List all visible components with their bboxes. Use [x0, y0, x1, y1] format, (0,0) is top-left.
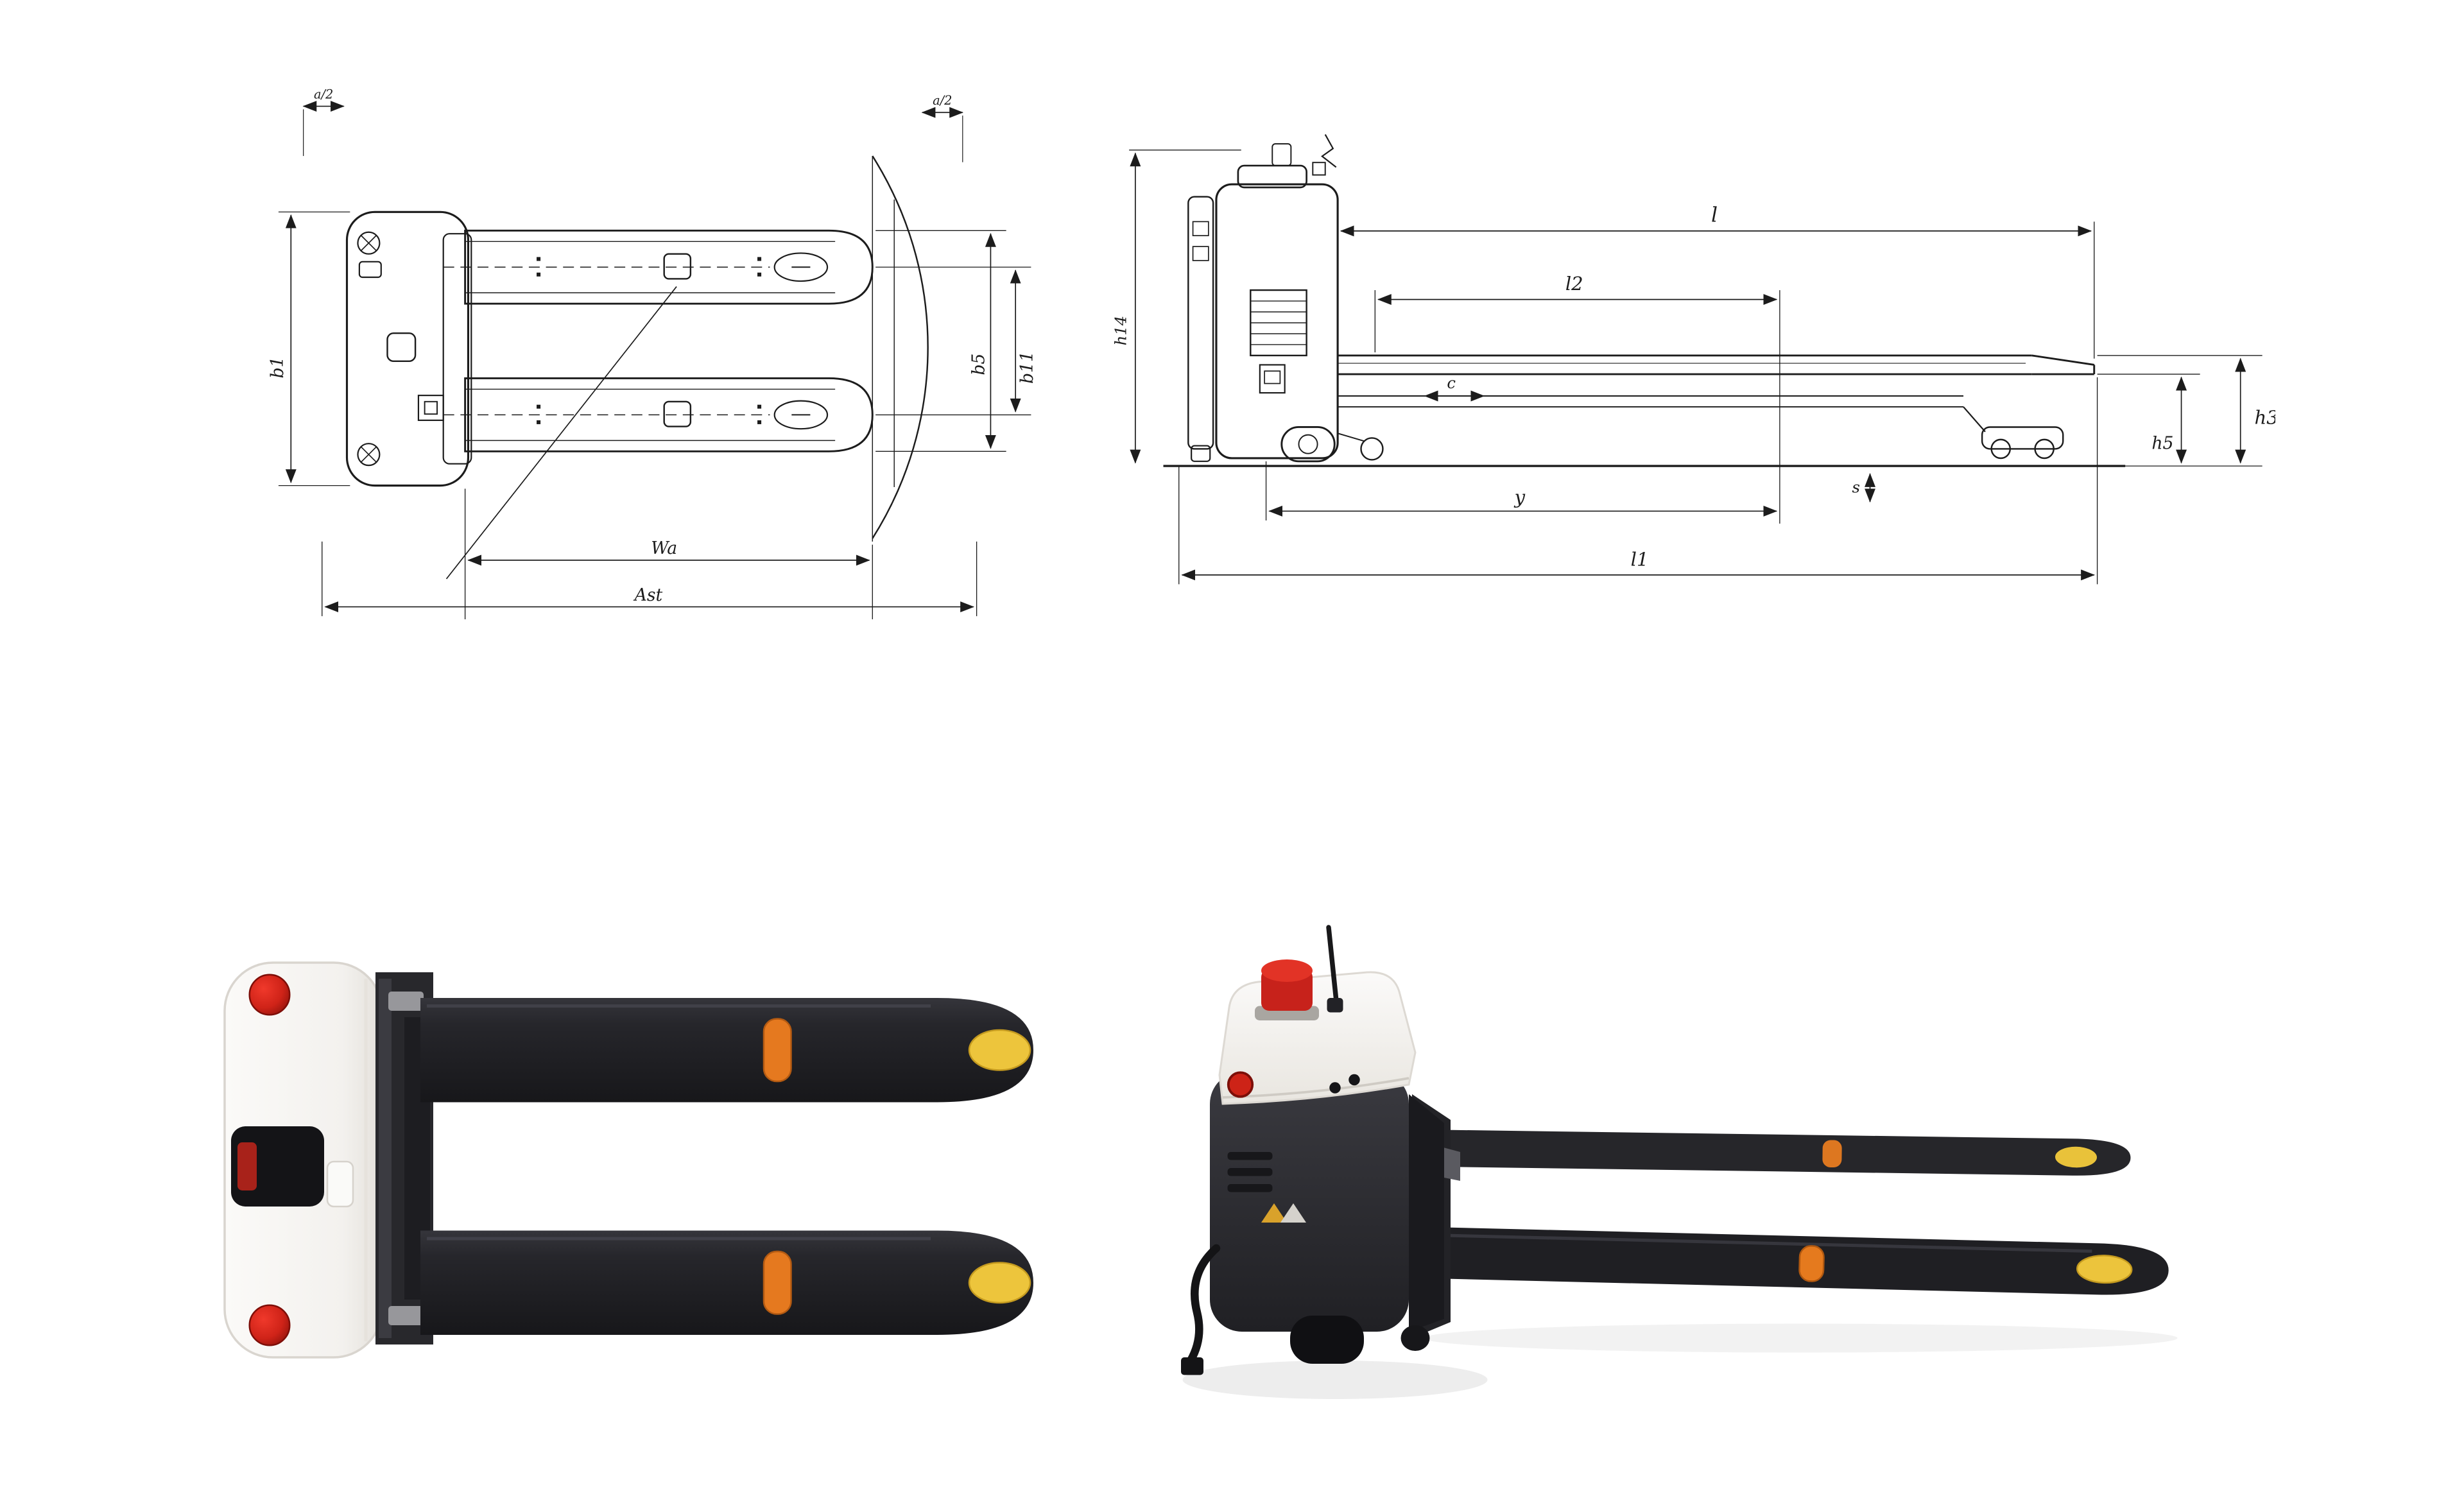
fork-tip-cap-yellow [2076, 1255, 2133, 1284]
emergency-button-bottom [248, 1304, 291, 1346]
dim-label-h3: h3 [2255, 407, 2275, 429]
load-roller [1990, 438, 2011, 460]
shadow [1423, 1323, 2178, 1353]
dim-label-ast: Ast [633, 585, 663, 605]
dim-label-b5: b5 [969, 354, 989, 375]
top-view-truck-head [345, 210, 472, 487]
render-fork [420, 998, 1033, 1103]
dim-label-l2: l2 [1565, 273, 1583, 295]
dim-label-h5: h5 [2151, 433, 2173, 453]
fork-roller-orange [1822, 1140, 1842, 1168]
top-view-technical-drawing: b1 a/2 a/2 b5 b11 Wa Ast [268, 87, 1037, 619]
warning-sticker [1261, 1203, 1287, 1223]
dim-label-b11: b11 [1017, 351, 1037, 384]
side-view-technical-drawing: h14 l l2 c y l1 h3 h5 s [1111, 134, 2275, 585]
render-fork-near [1379, 1226, 2169, 1295]
dim-label-a2-left: a/2 [314, 87, 333, 101]
fork-roller-orange [763, 1018, 792, 1083]
fork-tip-cap-yellow [968, 1029, 1031, 1071]
top-view-dimensions [278, 101, 1031, 619]
drive-wheel [1290, 1316, 1364, 1364]
dim-label-l: l [1711, 203, 1718, 227]
power-button-red [1227, 1071, 1254, 1098]
render-fork-far [1418, 1130, 2131, 1176]
sensor-dot [1349, 1074, 1360, 1086]
shadow [1182, 1361, 1488, 1399]
fork-tip-cap-yellow [2055, 1146, 2097, 1168]
product-render-perspective [1181, 925, 2178, 1399]
render-head-unit [223, 961, 383, 1359]
dim-label-l1: l1 [1631, 548, 1649, 570]
top-view-fork [443, 229, 874, 305]
fork-roller-orange [1798, 1245, 1825, 1282]
caster-wheel [1360, 437, 1384, 461]
dim-label-a2-right: a/2 [933, 93, 952, 108]
fork-wheel-cutout [773, 252, 829, 282]
product-render-top-view [223, 961, 1040, 1359]
sensor-dot [1329, 1082, 1341, 1094]
emergency-button-top [248, 974, 291, 1016]
warning-sticker [1280, 1203, 1306, 1223]
dim-label-y: y [1513, 486, 1526, 508]
antenna [1326, 925, 1343, 1013]
drive-wheel [1280, 426, 1336, 463]
dim-label-s: s [1852, 477, 1859, 496]
dim-label-b1: b1 [268, 357, 288, 379]
emergency-stop-button [1255, 959, 1319, 1020]
side-view-dimensions [1129, 150, 2262, 585]
charging-cable [1181, 1244, 1221, 1375]
side-view-truck-head [1187, 134, 1384, 463]
caster-wheel [1400, 1325, 1430, 1351]
dim-label-wa: Wa [651, 538, 677, 558]
side-view-forks [1338, 354, 2096, 460]
head-latch [326, 1160, 354, 1208]
load-roller [2034, 438, 2055, 460]
render-body [1210, 1072, 1444, 1364]
dim-label-h14: h14 [1111, 316, 1130, 345]
turning-radius-arc [445, 155, 929, 580]
dim-label-c: c [1447, 374, 1456, 392]
